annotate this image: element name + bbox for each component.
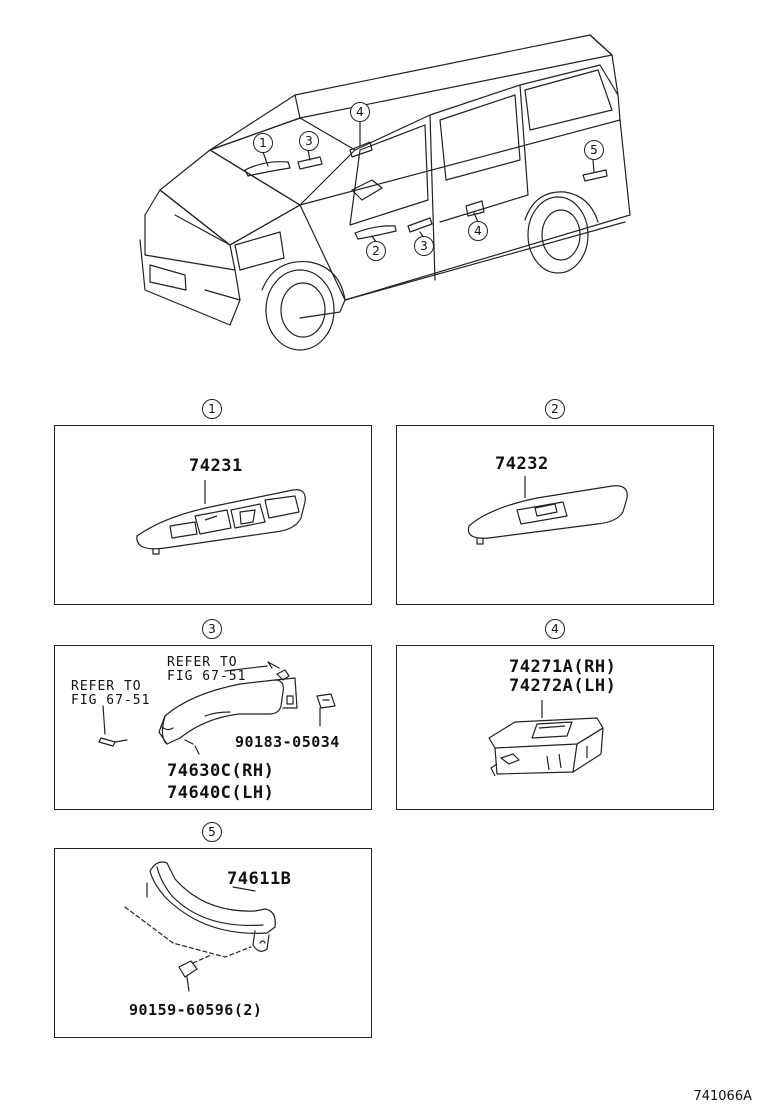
pull-handle-drawing [55,646,373,811]
part-number-74611B: 74611B [227,869,292,889]
section-2-callout: 2 [545,399,565,419]
refer-to-fig-left: FIG 67-51 [71,693,151,708]
section-3-callout: 3 [202,619,222,639]
section-4-callout: 4 [545,619,565,639]
vehicle-overview: 1 3 4 5 2 3 4 [0,0,760,370]
overview-callout-1: 1 [253,133,273,153]
section-3-panel: REFER TO FIG 67-51 REFER TO FIG 67-51 90… [54,645,372,810]
section-5-callout: 5 [202,822,222,842]
part-number-74232: 74232 [495,454,549,474]
figure-code: 741066A [693,1089,752,1104]
assist-grip-drawing [55,849,373,1039]
part-number-74271A: 74271A(RH) [509,657,617,677]
overview-callout-5: 5 [584,140,604,160]
section-4-panel: 74271A(RH) 74272A(LH) [396,645,714,810]
section-1-callout: 1 [202,399,222,419]
overview-callout-4b: 4 [468,221,488,241]
section-2-panel: 74232 [396,425,714,605]
part-number-74640C: 74640C(LH) [167,783,275,803]
part-number-90183-05034: 90183-05034 [235,733,340,751]
section-5-panel: 74611B 90159-60596(2) [54,848,372,1038]
part-number-74630C: 74630C(RH) [167,761,275,781]
refer-to-label-left: REFER TO [71,679,142,694]
refer-to-fig-right: FIG 67-51 [167,669,247,684]
refer-to-label-right: REFER TO [167,655,238,670]
switch-base-1-drawing [55,426,373,606]
part-number-74231: 74231 [189,456,243,476]
part-number-74272A: 74272A(LH) [509,676,617,696]
vehicle-illustration [0,0,760,370]
section-1-panel: 74231 [54,425,372,605]
overview-callout-2: 2 [366,241,386,261]
overview-callout-4: 4 [350,102,370,122]
overview-callout-3b: 3 [414,236,434,256]
switch-base-2-drawing [397,426,715,606]
overview-callout-3: 3 [299,131,319,151]
part-number-90159-60596: 90159-60596(2) [129,1001,263,1019]
window-switch-drawing [397,646,715,811]
